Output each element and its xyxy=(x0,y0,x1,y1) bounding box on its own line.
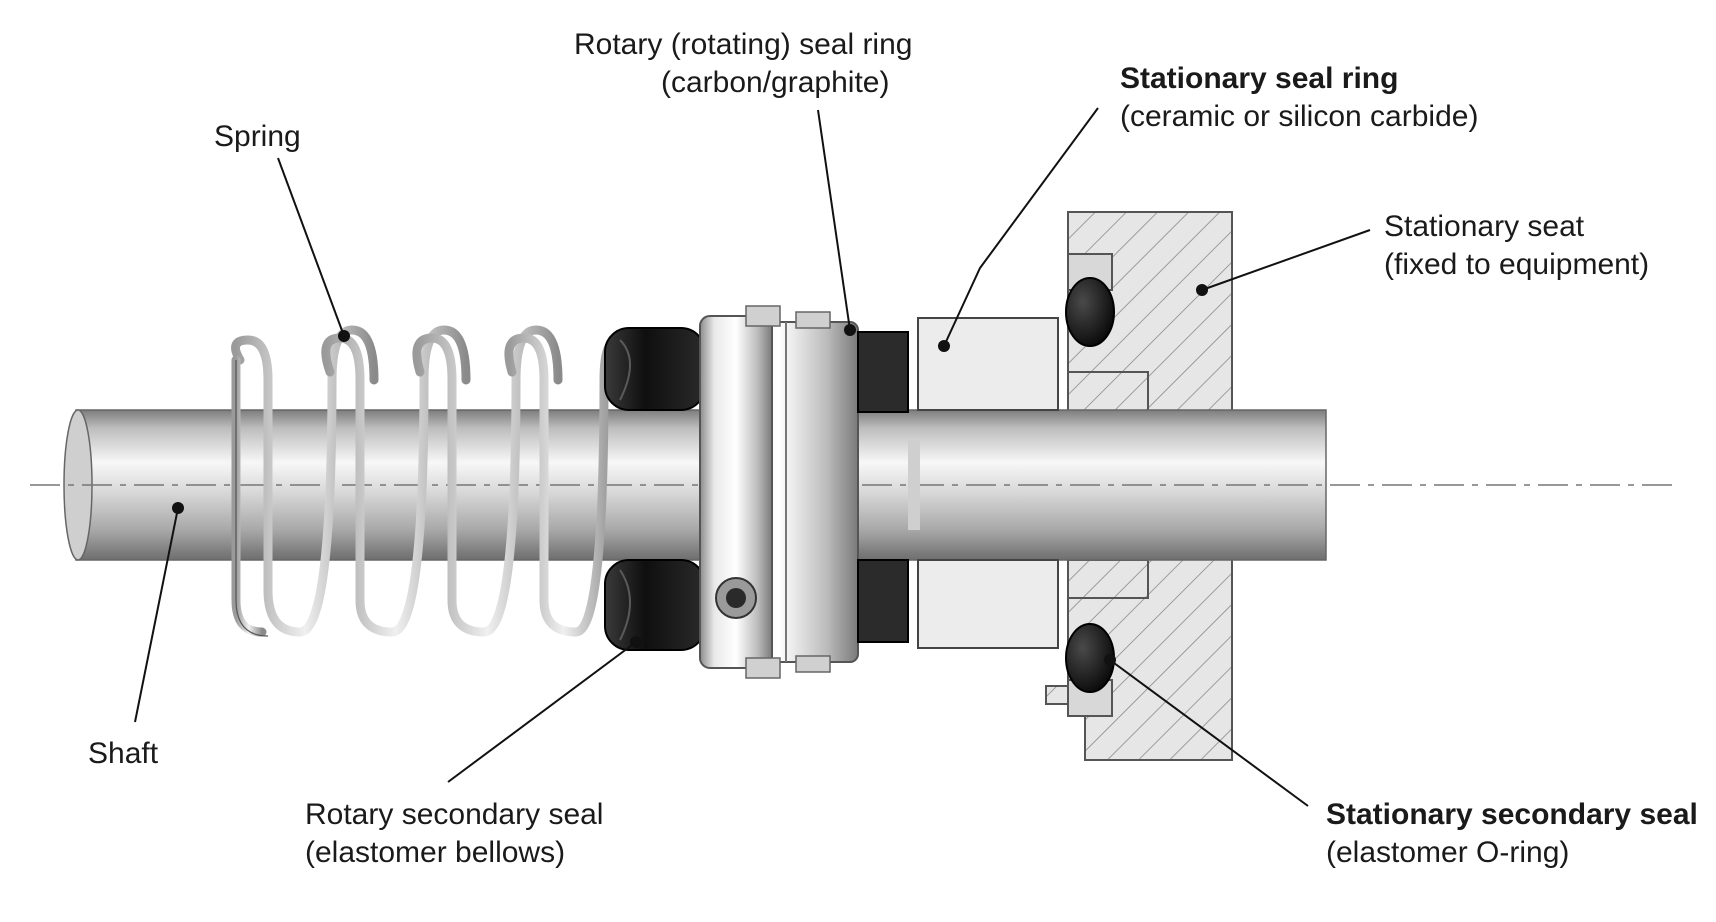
leader-rotary-secondary-seal xyxy=(447,641,637,783)
label-stationary-seal-ring: Stationary seal ring (ceramic or silicon… xyxy=(1120,60,1478,136)
dot-rotary-secondary-seal xyxy=(630,636,642,648)
leader-lines xyxy=(134,107,1371,807)
leader-shaft xyxy=(134,507,179,723)
dot-stationary-secondary-seal xyxy=(1104,654,1116,666)
label-spring: Spring xyxy=(214,118,301,156)
stationary-seal-ring xyxy=(917,317,1059,649)
dot-rotary-seal-ring xyxy=(844,324,856,336)
stationary-secondary-seal-orings xyxy=(1065,277,1115,693)
rotary-seal-ring xyxy=(857,331,920,643)
label-rotary-seal-ring: Rotary (rotating) seal ring (carbon/grap… xyxy=(574,26,912,102)
label-stationary-seal-ring-sub: (ceramic or silicon carbide) xyxy=(1120,100,1479,133)
dot-stationary-seat xyxy=(1196,284,1208,296)
dot-spring xyxy=(338,330,350,342)
label-shaft-title: Shaft xyxy=(88,737,159,770)
dot-shaft xyxy=(172,502,184,514)
label-shaft: Shaft xyxy=(88,735,158,773)
leader-stationary-secondary-seal xyxy=(1109,659,1309,807)
label-rotary-seal-ring-title: Rotary (rotating) seal ring xyxy=(574,28,913,61)
label-spring-title: Spring xyxy=(214,120,301,153)
label-stationary-seat: Stationary seat (fixed to equipment) xyxy=(1384,208,1649,284)
dot-stationary-seal-ring xyxy=(938,340,950,352)
spring-coil-outline xyxy=(235,360,269,637)
label-stationary-secondary-seal-title: Stationary secondary seal xyxy=(1326,798,1698,831)
label-rotary-seal-ring-sub: (carbon/graphite) xyxy=(661,66,890,99)
rotary-secondary-seal-bellows xyxy=(604,327,706,651)
label-rotary-secondary-seal-sub: (elastomer bellows) xyxy=(305,836,566,869)
leader-rotary-seal-ring xyxy=(817,109,851,331)
rotary-collar xyxy=(699,305,859,679)
label-stationary-secondary-seal-sub: (elastomer O-ring) xyxy=(1326,836,1570,869)
label-stationary-seal-ring-title: Stationary seal ring xyxy=(1120,62,1399,95)
leader-stationary-seat xyxy=(1201,229,1371,291)
label-stationary-secondary-seal: Stationary secondary seal (elastomer O-r… xyxy=(1326,796,1698,872)
label-rotary-secondary-seal: Rotary secondary seal (elastomer bellows… xyxy=(305,796,603,872)
label-rotary-secondary-seal-title: Rotary secondary seal xyxy=(305,798,604,831)
leader-dots xyxy=(172,284,1208,666)
leader-spring xyxy=(277,157,345,337)
leader-stationary-seal-ring xyxy=(943,107,1099,347)
label-stationary-seat-title: Stationary seat xyxy=(1384,210,1585,243)
label-stationary-seat-sub: (fixed to equipment) xyxy=(1384,248,1650,281)
